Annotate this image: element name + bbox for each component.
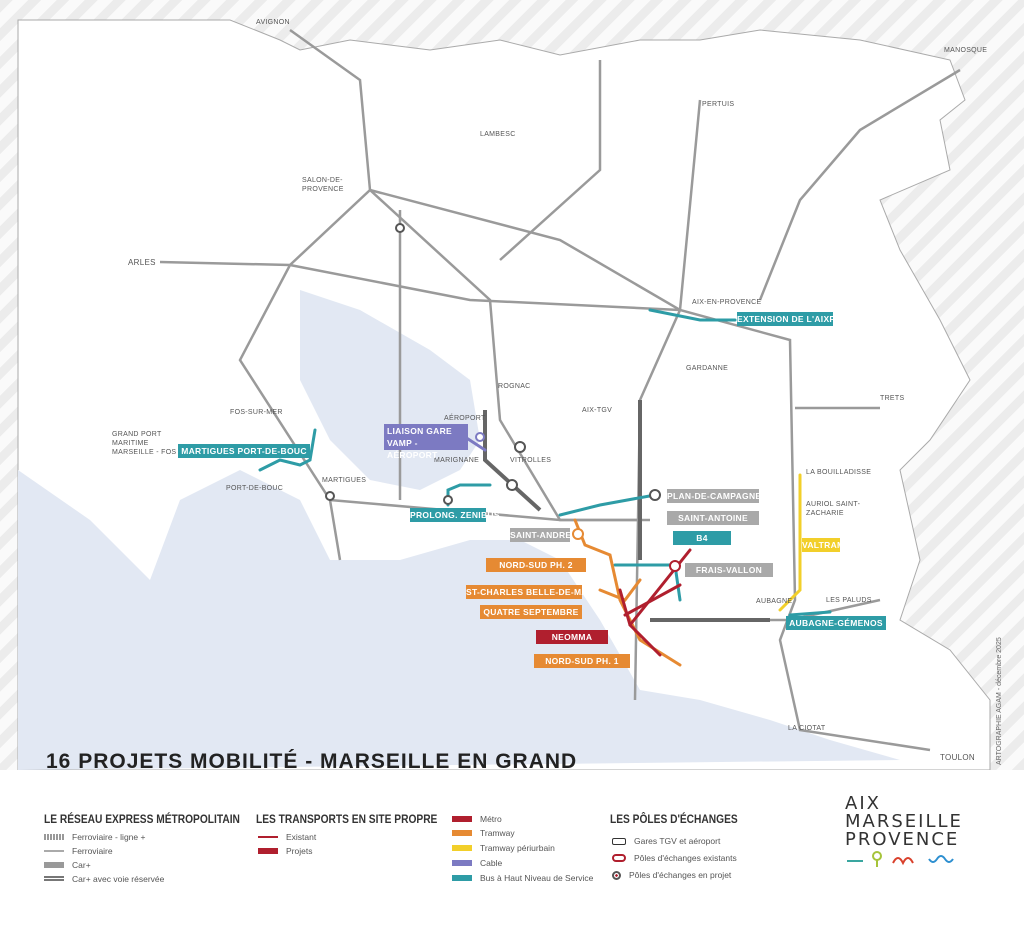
project-saint-antoine[interactable]: SAINT-ANTOINE [667,511,759,525]
legend-item: Tramway périurbain [452,843,555,853]
sea [18,470,900,770]
place-label: PORT-DE-BOUC [226,485,284,492]
place-label: AURIOL SAINT-ZACHARIE [806,501,861,517]
periurban-tram-line [778,473,802,612]
map-canvas [17,19,991,770]
place-label: AUBAGNE [756,598,793,605]
place-label: FOS-SUR-MER [230,409,283,416]
place-label: MANOSQUE [944,47,988,54]
place-label: TRETS [880,395,905,402]
place-label: LA CIOTAT [788,725,826,732]
project-st-charles[interactable]: ST-CHARLES BELLE-DE-MAI [466,585,591,599]
project-saint-andre[interactable]: SAINT-ANDRE [510,528,572,542]
legend-item: Existant [258,832,316,842]
place-label: PERTUIS [702,101,735,108]
project-martigues-port-de-bouc[interactable]: MARTIGUES PORT-DE-BOUC [178,444,310,458]
place-label: AÉROPORT [444,415,486,422]
tram-line [573,518,682,667]
credit-text: ARTOGRAPHIE AGAM - décembre 2025 [996,637,1003,765]
place-label: LES PALUDS [826,597,872,604]
legend-item: Projets [258,846,312,856]
legend-item: Métro [452,814,502,824]
legend-item: Bus à Haut Niveau de Service [452,873,593,883]
project-nord-sud-ph1[interactable]: NORD-SUD PH. 1 [534,654,630,668]
legend-poles-title: LES PÔLES D'ÉCHANGES [610,812,738,826]
place-label: ARLES [128,258,156,267]
legend-item: Car+ [44,860,91,870]
logo-waves-icon [847,851,954,867]
project-prolong-zenibus[interactable]: PROLONG. ZENIBUS [410,508,500,522]
bhns-line [648,308,737,322]
legend-tsp-title: LES TRANSPORTS EN SITE PROPRE [256,812,438,826]
bhns-line [558,493,657,517]
place-label: GRAND PORT MARITIME MARSEILLE - FOS [112,431,177,456]
place-label: AVIGNON [256,19,290,26]
project-liaison-vamp[interactable]: LIAISON GARE VAMP - AÉROPORT [384,424,468,460]
page-title: 16 PROJETS MOBILITÉ - MARSEILLE EN GRAND [46,750,578,773]
project-frais-vallon[interactable]: FRAIS-VALLON [685,563,773,577]
aix-marseille-provence-logo: AIX MARSEILLE PROVENCE [845,795,970,874]
place-label: ROGNAC [498,383,531,390]
legend-rem-title: LE RÉSEAU EXPRESS MÉTROPOLITAIN [44,812,240,826]
car-plus-reserved [483,400,770,622]
legend-item: Cable [452,858,502,868]
bhns-line [258,428,317,472]
legend-item: Pôles d'échanges existants [612,853,737,863]
place-label: LA BOUILLADISSE [806,469,872,476]
legend-item: Pôles d'échanges en projet [612,870,731,880]
metro-line [628,548,692,627]
place-label: TOULON [940,753,975,762]
project-aubagne-gemenos[interactable]: AUBAGNE-GÉMENOS [786,616,886,630]
tram-line [598,578,642,602]
project-quatre-septembre[interactable]: QUATRE SEPTEMBRE [480,605,582,619]
legend-item: Car+ avec voie réservée [44,874,164,884]
place-label: AIX-TGV [582,407,613,414]
map[interactable]: AVIGNON MANOSQUE PERTUIS LAMBESC SALON-D… [0,0,1024,770]
legend-item: Tramway [452,828,515,838]
place-label: GARDANNE [686,365,729,372]
project-extension-aixpress[interactable]: EXTENSION DE L'AIXPRESS [737,312,860,326]
legend-item: Ferroviaire - ligne + [44,832,145,842]
place-label: MARTIGUES [322,477,367,484]
legend-item: Gares TGV et aéroport [612,836,720,846]
place-label: SALON-DE-PROVENCE [302,177,344,193]
interchange-poles [325,223,681,572]
place-label: AIX-EN-PROVENCE [692,299,762,306]
bhns-line [788,610,832,617]
metro-line [623,583,682,617]
project-valtram[interactable]: VALTRAM [802,538,845,552]
legend-item: Ferroviaire [44,846,113,856]
project-nord-sud-ph2[interactable]: NORD-SUD PH. 2 [486,558,586,572]
project-neomma[interactable]: NEOMMA [536,630,608,644]
project-b4[interactable]: B4 [673,531,731,545]
cable-line [463,435,487,452]
project-plan-de-campagne[interactable]: PLAN-DE-CAMPAGNE [667,489,762,503]
place-label: LAMBESC [480,131,516,138]
place-label: MARIGNANE [434,457,480,464]
place-label: VITROLLES [510,457,552,464]
